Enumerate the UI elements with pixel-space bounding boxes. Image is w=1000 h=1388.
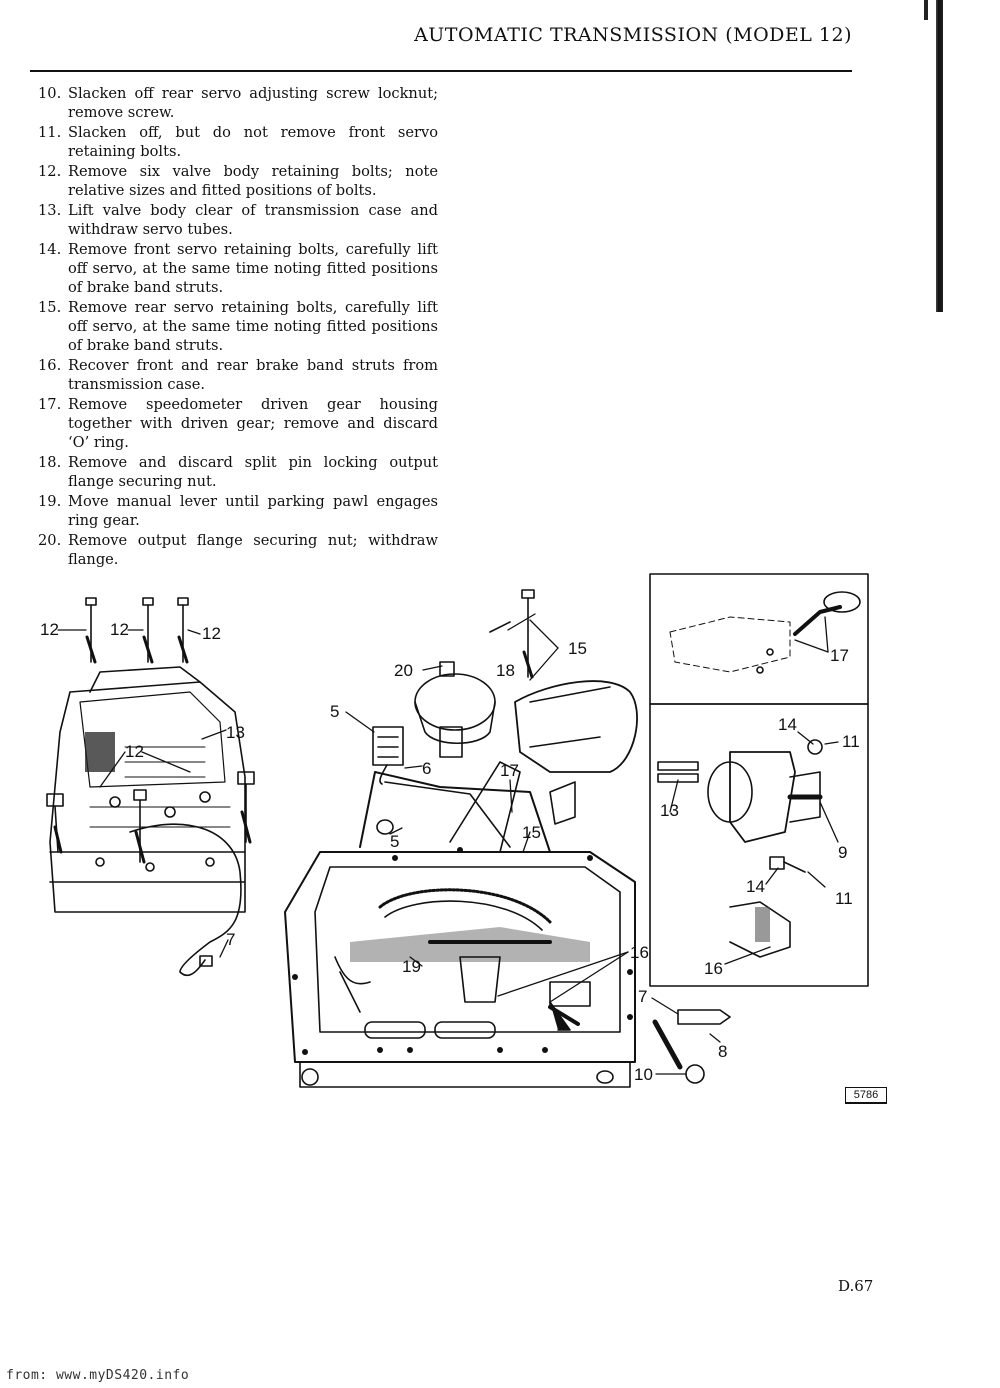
callout-14: 14 [778, 715, 797, 734]
exploded-view-diagram: 12 12 12 13 12 7 20 18 15 5 6 17 5 15 19… [40, 573, 869, 1088]
step-18: 18. Remove and discard split pin locking … [38, 453, 438, 491]
page-number: D.67 [838, 1277, 874, 1295]
callout-17: 17 [830, 646, 849, 665]
step-text: Remove rear servo retaining bolts, caref… [68, 299, 438, 354]
step-text: Remove six valve body retaining bolts; n… [68, 163, 438, 199]
binding-mark [924, 0, 928, 20]
callout-5: 5 [390, 832, 399, 851]
step-13: 13. Lift valve body clear of transmission… [38, 201, 438, 239]
callout-12: 12 [110, 620, 129, 639]
front-servo-inset [649, 703, 869, 987]
procedure-steps: 10. Slacken off rear servo adjusting scre… [38, 84, 438, 570]
step-11: 11. Slacken off, but do not remove front … [38, 123, 438, 161]
callout-19: 19 [402, 957, 421, 976]
bolt-right [177, 597, 189, 664]
speedometer-inset [649, 573, 869, 705]
callout-7: 7 [638, 987, 647, 1006]
transmission-case-illustration [284, 621, 636, 1088]
step-10: 10. Slacken off rear servo adjusting scre… [38, 84, 438, 122]
step-text: Remove speedometer driven gear housing t… [68, 396, 438, 451]
callout-labels: 12 12 12 13 12 7 20 18 15 5 6 17 5 15 19… [40, 620, 860, 1084]
step-number: 10. [38, 85, 62, 102]
callout-12: 12 [202, 624, 221, 643]
bolt-middle [142, 597, 154, 664]
header-rule [30, 70, 852, 72]
step-text: Slacken off rear servo adjusting screw l… [68, 85, 438, 121]
callout-15: 15 [568, 639, 587, 658]
leader-lines [57, 613, 839, 1075]
step-text: Remove output flange securing nut; withd… [68, 532, 438, 568]
callout-5: 5 [330, 702, 339, 721]
callout-13: 13 [226, 723, 245, 742]
step-number: 14. [38, 241, 62, 258]
step-15: 15. Remove rear servo retaining bolts, ca… [38, 298, 438, 355]
step-number: 13. [38, 202, 62, 219]
step-number: 19. [38, 493, 62, 510]
page-header-title: AUTOMATIC TRANSMISSION (MODEL 12) [414, 24, 852, 46]
callout-12: 12 [125, 742, 144, 761]
callout-9: 9 [838, 843, 847, 862]
step-text: Lift valve body clear of transmission ca… [68, 202, 438, 238]
step-19: 19. Move manual lever until parking pawl … [38, 492, 438, 530]
step-number: 17. [38, 396, 62, 413]
step-text: Move manual lever until parking pawl eng… [68, 493, 438, 529]
source-footer: from: www.myDS420.info [6, 1368, 190, 1383]
callout-16: 16 [704, 959, 723, 978]
binding-edge [936, 0, 943, 312]
callout-16: 16 [630, 943, 649, 962]
valve-body-illustration [46, 597, 255, 977]
step-16: 16. Recover front and rear brake band str… [38, 356, 438, 394]
step-20: 20. Remove output flange securing nut; wi… [38, 531, 438, 569]
step-text: Recover front and rear brake band struts… [68, 357, 438, 393]
step-number: 15. [38, 299, 62, 316]
bolt-left [85, 597, 97, 664]
callout-11: 11 [835, 889, 853, 908]
step-text: Slacken off, but do not remove front ser… [68, 124, 438, 160]
step-number: 20. [38, 532, 62, 549]
rear-servo-illustration [514, 589, 638, 825]
callout-6: 6 [422, 759, 431, 778]
callout-17: 17 [500, 761, 519, 780]
step-text: Remove and discard split pin locking out… [68, 454, 438, 490]
callout-18: 18 [496, 661, 515, 680]
step-12: 12. Remove six valve body retaining bolts… [38, 162, 438, 200]
step-17: 17. Remove speedometer driven gear housin… [38, 395, 438, 452]
callout-7: 7 [226, 930, 235, 949]
callout-15: 15 [522, 823, 541, 842]
figure-number: 5786 [845, 1087, 887, 1104]
step-text: Remove front servo retaining bolts, care… [68, 241, 438, 296]
callout-14: 14 [746, 877, 765, 896]
callout-12: 12 [40, 620, 59, 639]
step-number: 18. [38, 454, 62, 471]
step-number: 11. [38, 124, 62, 141]
callout-8: 8 [718, 1042, 727, 1061]
callout-20: 20 [394, 661, 413, 680]
callout-10: 10 [634, 1065, 653, 1084]
callout-13: 13 [660, 801, 679, 820]
step-number: 12. [38, 163, 62, 180]
callout-11: 11 [842, 732, 860, 751]
step-14: 14. Remove front servo retaining bolts, c… [38, 240, 438, 297]
step-number: 16. [38, 357, 62, 374]
